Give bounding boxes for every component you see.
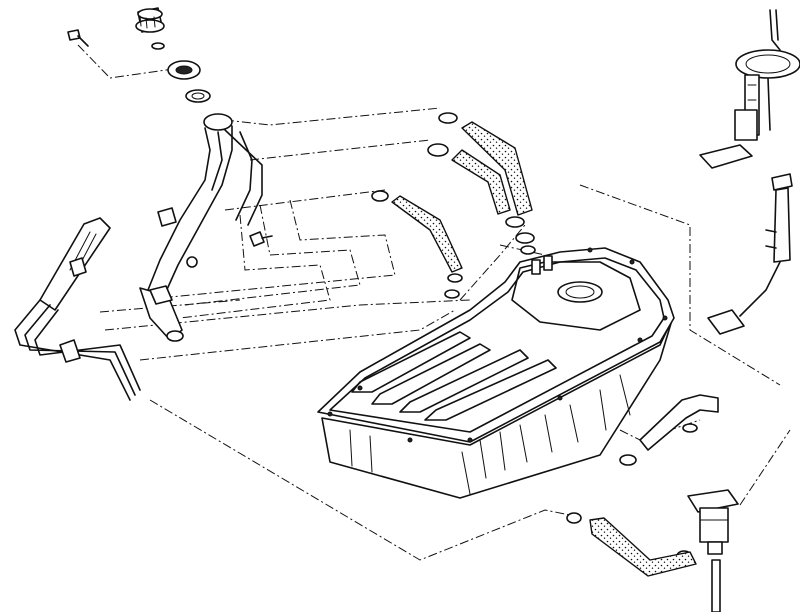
fuel-lines bbox=[14, 217, 141, 401]
filler-pipe bbox=[139, 113, 263, 342]
filler-cap bbox=[135, 7, 165, 33]
filler-neck-seal bbox=[151, 42, 211, 103]
hose-clamps bbox=[371, 112, 692, 562]
mounting-bolts bbox=[67, 29, 273, 268]
vent-hoses bbox=[391, 121, 533, 273]
fuel-filter bbox=[589, 489, 739, 612]
fuel-level-sender bbox=[707, 173, 793, 335]
fuel-tank bbox=[317, 247, 675, 499]
return-hose bbox=[639, 394, 719, 451]
fuel-pump-sender-assembly bbox=[699, 9, 800, 169]
assembly-guide-lines bbox=[77, 44, 791, 561]
